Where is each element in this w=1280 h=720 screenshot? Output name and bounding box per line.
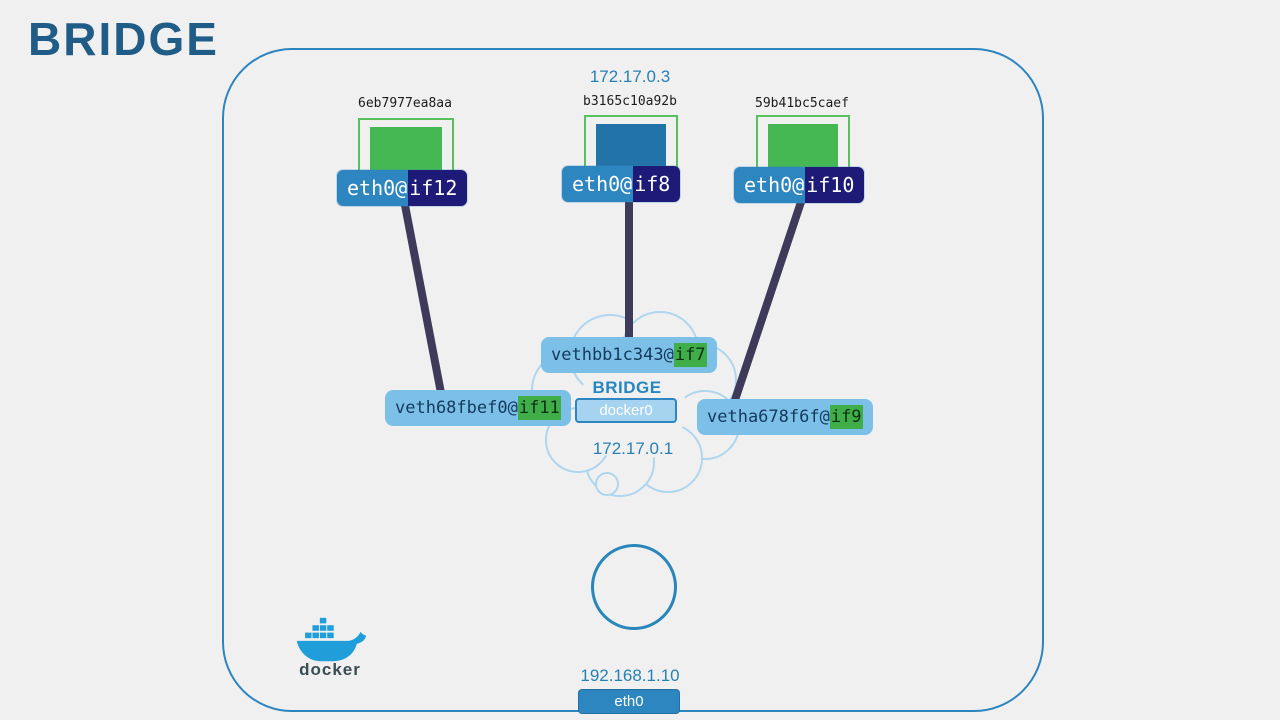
container-screen-3 bbox=[768, 124, 838, 167]
docker-wordmark: docker bbox=[299, 660, 361, 679]
veth-label-1: vethbb1c343@if7 bbox=[541, 337, 717, 373]
container-icon-3 bbox=[756, 115, 850, 181]
veth3-base: vetha678f6f@ bbox=[707, 407, 830, 427]
veth-label-3: vetha678f6f@if9 bbox=[697, 399, 873, 435]
docker0-device: docker0 bbox=[575, 398, 677, 423]
veth2-ifnum: if11 bbox=[517, 396, 561, 420]
host-eth0: eth0 bbox=[578, 689, 680, 714]
docker-whale-icon bbox=[296, 617, 366, 662]
container1-eth-name: eth0@ bbox=[337, 170, 409, 206]
veth-label-2: veth68fbef0@if11 bbox=[385, 390, 571, 426]
veth1-ifnum: if7 bbox=[673, 343, 707, 367]
container2-eth-label: eth0@if8 bbox=[562, 166, 681, 202]
container3-eth-name: eth0@ bbox=[734, 167, 806, 203]
container2-eth-ifnum: if8 bbox=[633, 166, 681, 202]
container-icon-1 bbox=[358, 118, 454, 184]
container2-ip: 172.17.0.3 bbox=[589, 67, 671, 86]
page-title: BRIDGE bbox=[28, 13, 219, 65]
veth1-base: vethbb1c343@ bbox=[551, 345, 674, 365]
container3-eth-label: eth0@if10 bbox=[734, 167, 865, 203]
container-id-2: b3165c10a92b bbox=[583, 94, 677, 109]
host-ip: 192.168.1.10 bbox=[580, 666, 680, 685]
container1-eth-label: eth0@if12 bbox=[337, 170, 468, 206]
empty-circle bbox=[591, 544, 677, 630]
container-id-3: 59b41bc5caef bbox=[755, 96, 849, 111]
bridge-label: BRIDGE bbox=[592, 378, 662, 397]
container2-eth-name: eth0@ bbox=[562, 166, 634, 202]
container-id-1: 6eb7977ea8aa bbox=[358, 96, 452, 111]
container-screen-1 bbox=[370, 127, 442, 170]
container3-eth-ifnum: if10 bbox=[805, 167, 865, 203]
container-icon-2 bbox=[584, 115, 678, 181]
container-screen-2 bbox=[596, 124, 666, 167]
veth3-ifnum: if9 bbox=[829, 405, 863, 429]
container1-eth-ifnum: if12 bbox=[408, 170, 468, 206]
veth2-base: veth68fbef0@ bbox=[395, 398, 518, 418]
bridge-ip: 172.17.0.1 bbox=[592, 439, 674, 458]
